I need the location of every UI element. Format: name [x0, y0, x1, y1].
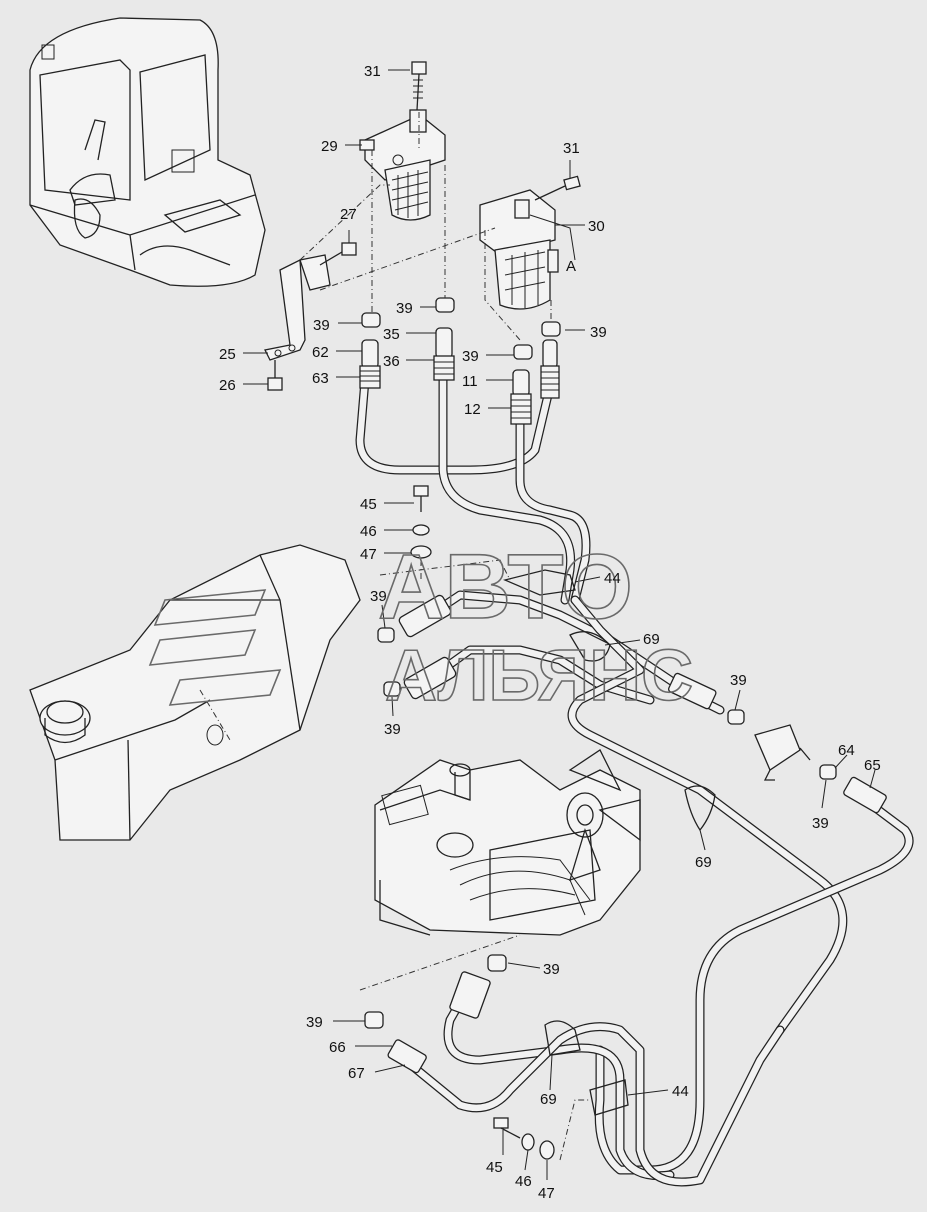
part-label-45a: 45 — [360, 496, 377, 513]
part-label-25: 25 — [219, 346, 236, 363]
part-labels: 31 29 31 30 A 27 39 39 35 39 25 62 36 39… — [219, 63, 881, 1202]
part-label-36: 36 — [383, 353, 400, 370]
part-label-47b: 47 — [538, 1185, 555, 1202]
watermark-line-2: АЛЬЯНС — [385, 636, 693, 716]
part-label-45b: 45 — [486, 1159, 503, 1176]
part-label-30: 30 — [588, 218, 605, 235]
part-label-66: 66 — [329, 1039, 346, 1056]
part-label-39b: 39 — [313, 317, 330, 334]
part-label-69c: 69 — [540, 1091, 557, 1108]
part-label-39g: 39 — [384, 721, 401, 738]
part-label-44a: 44 — [604, 570, 621, 587]
part-label-64: 64 — [838, 742, 855, 759]
part-label-39f: 39 — [730, 672, 747, 689]
part-label-31a: 31 — [364, 63, 381, 80]
watermark: АВТО АЛЬЯНС — [148, 535, 694, 717]
part-label-65: 65 — [864, 757, 881, 774]
avtoalyans-logo-icon — [148, 589, 282, 706]
alignment-lines — [299, 112, 590, 1161]
part-label-12: 12 — [464, 401, 481, 418]
hose-fittings — [359, 327, 887, 1074]
part-label-62: 62 — [312, 344, 329, 361]
part-label-39j: 39 — [306, 1014, 323, 1031]
part-label-39e: 39 — [370, 588, 387, 605]
part-label-35: 35 — [383, 326, 400, 343]
part-label-39a: 39 — [396, 300, 413, 317]
leader-lines — [243, 69, 876, 1180]
engine-illustration — [374, 749, 641, 936]
part-label-69a: 69 — [643, 631, 660, 648]
excavator-cab-illustration — [29, 17, 266, 287]
part-label-26: 26 — [219, 377, 236, 394]
part-label-67: 67 — [348, 1065, 365, 1082]
part-label-69b: 69 — [695, 854, 712, 871]
watermark-line-1: АВТО — [378, 536, 633, 638]
part-label-39c: 39 — [590, 324, 607, 341]
fuel-filter-30 — [479, 189, 559, 310]
part-label-63: 63 — [312, 370, 329, 387]
part-label-46b: 46 — [515, 1173, 532, 1190]
part-label-27: 27 — [340, 206, 357, 223]
part-label-11: 11 — [462, 373, 478, 390]
part-label-31b: 31 — [563, 140, 580, 157]
fuel-tank-illustration — [29, 544, 361, 841]
part-label-29: 29 — [321, 138, 338, 155]
bolts-and-clamps — [267, 61, 837, 1160]
part-label-47a: 47 — [360, 546, 377, 563]
part-label-39d: 39 — [462, 348, 479, 365]
fuel-hoses — [355, 365, 914, 1187]
part-label-39h: 39 — [812, 815, 829, 832]
fuel-filter-29 — [359, 109, 446, 221]
part-label-44b: 44 — [672, 1083, 689, 1100]
part-label-46a: 46 — [360, 523, 377, 540]
part-label-A: A — [566, 258, 576, 275]
part-label-39i: 39 — [543, 961, 560, 978]
